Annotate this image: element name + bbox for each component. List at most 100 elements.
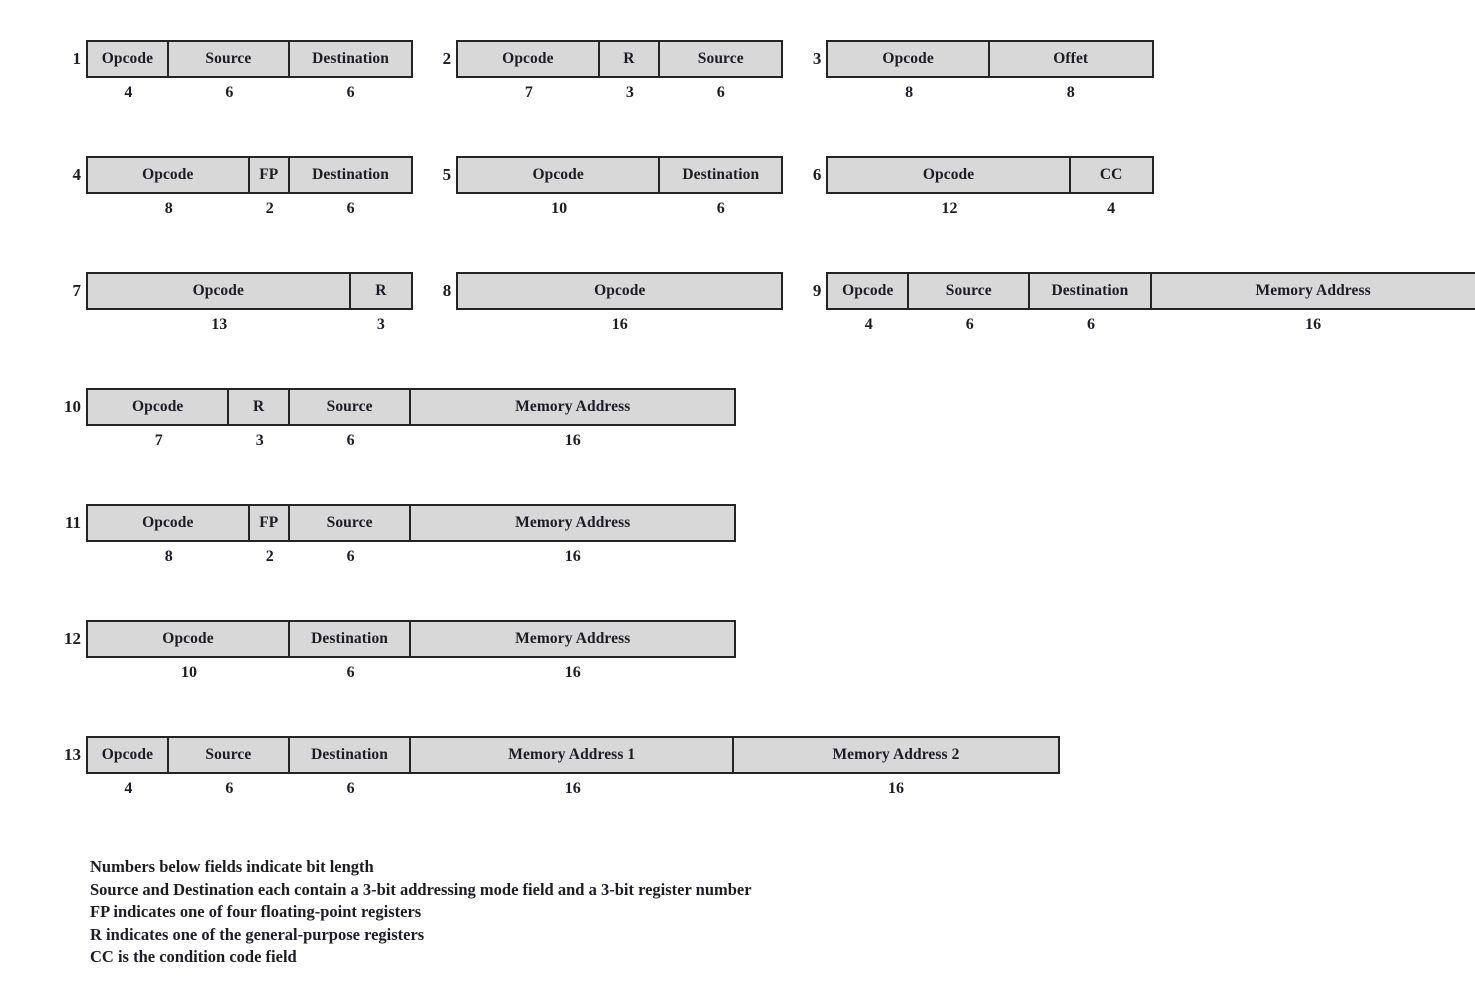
- field-bit-length: 10: [551, 200, 568, 217]
- field-bit-length: 16: [564, 780, 581, 797]
- field-bit-length: 6: [346, 200, 355, 217]
- field-bit-length: 8: [1066, 84, 1075, 101]
- format-number: 12: [64, 629, 81, 648]
- note-cc: CC is the condition code field: [90, 947, 297, 966]
- field-opcode: Opcode: [88, 158, 250, 192]
- field-opcode: Opcode: [458, 42, 600, 76]
- field-opcode: Opcode: [88, 274, 351, 308]
- format-number: 6: [812, 165, 822, 184]
- field-memory-address-1: Memory Address 1: [411, 738, 735, 772]
- field-opcode: Opcode: [458, 274, 782, 308]
- field-bit-length: 8: [905, 84, 914, 101]
- format-number: 10: [64, 397, 81, 416]
- field-opcode: Opcode: [88, 42, 169, 76]
- format-number: 1: [72, 49, 82, 68]
- field-opcode: Opcode: [88, 738, 169, 772]
- diagram-notes: Numbers below fields indicate bit length…: [90, 856, 752, 969]
- field-bit-length: 6: [716, 84, 725, 101]
- instruction-format-8: 8 Opcode 16: [427, 272, 784, 334]
- field-bit-length: 10: [181, 664, 197, 681]
- field-bit-length: 4: [1107, 200, 1116, 217]
- field-bit-length: 16: [887, 780, 904, 797]
- field-bit-length: 4: [124, 84, 133, 101]
- field-bit-length: 3: [625, 84, 634, 101]
- field-source: Source: [660, 42, 782, 76]
- field-bit-length: 6: [225, 84, 234, 101]
- format-number: 2: [442, 49, 452, 68]
- field-bit-length: 3: [376, 316, 385, 333]
- field-memory-address: Memory Address: [411, 506, 735, 540]
- field-r: R: [229, 390, 290, 424]
- field-fp: FP: [249, 158, 290, 192]
- field-memory-address: Memory Address: [411, 622, 735, 656]
- format-number: 8: [442, 281, 452, 300]
- field-bit-length: 6: [965, 316, 974, 333]
- field-bit-length: 8: [164, 200, 173, 217]
- field-memory-address-2: Memory Address 2: [734, 738, 1058, 772]
- field-opcode: Opcode: [88, 506, 250, 540]
- field-bit-length: 16: [611, 316, 628, 333]
- field-memory-address: Memory Address: [411, 390, 735, 424]
- field-bit-length: 4: [864, 316, 873, 333]
- format-body: Opcode 16: [456, 272, 784, 334]
- format-bit-lengths: 16: [456, 315, 783, 334]
- field-offet: Offet: [989, 42, 1152, 76]
- field-fp: FP: [249, 506, 290, 540]
- field-opcode: Opcode: [88, 622, 290, 656]
- format-number: 13: [64, 745, 81, 764]
- note-r: R indicates one of the general-purpose r…: [90, 924, 425, 944]
- field-bit-length: 8: [164, 548, 173, 565]
- field-opcode: Opcode: [458, 158, 661, 192]
- field-bit-length: 2: [265, 548, 274, 565]
- note-bit-length: Numbers below fields indicate bit length: [90, 857, 374, 876]
- format-number: 7: [72, 281, 82, 300]
- format-fields: Opcode: [456, 272, 784, 310]
- field-bit-length: 7: [154, 432, 163, 449]
- field-cc: CC: [1070, 158, 1152, 192]
- field-opcode: Opcode: [828, 274, 910, 308]
- field-destination: Destination: [1030, 274, 1152, 308]
- format-number: 3: [812, 49, 822, 68]
- field-r: R: [350, 274, 412, 308]
- note-source-destination: Source and Destination each contain a 3-…: [90, 879, 752, 899]
